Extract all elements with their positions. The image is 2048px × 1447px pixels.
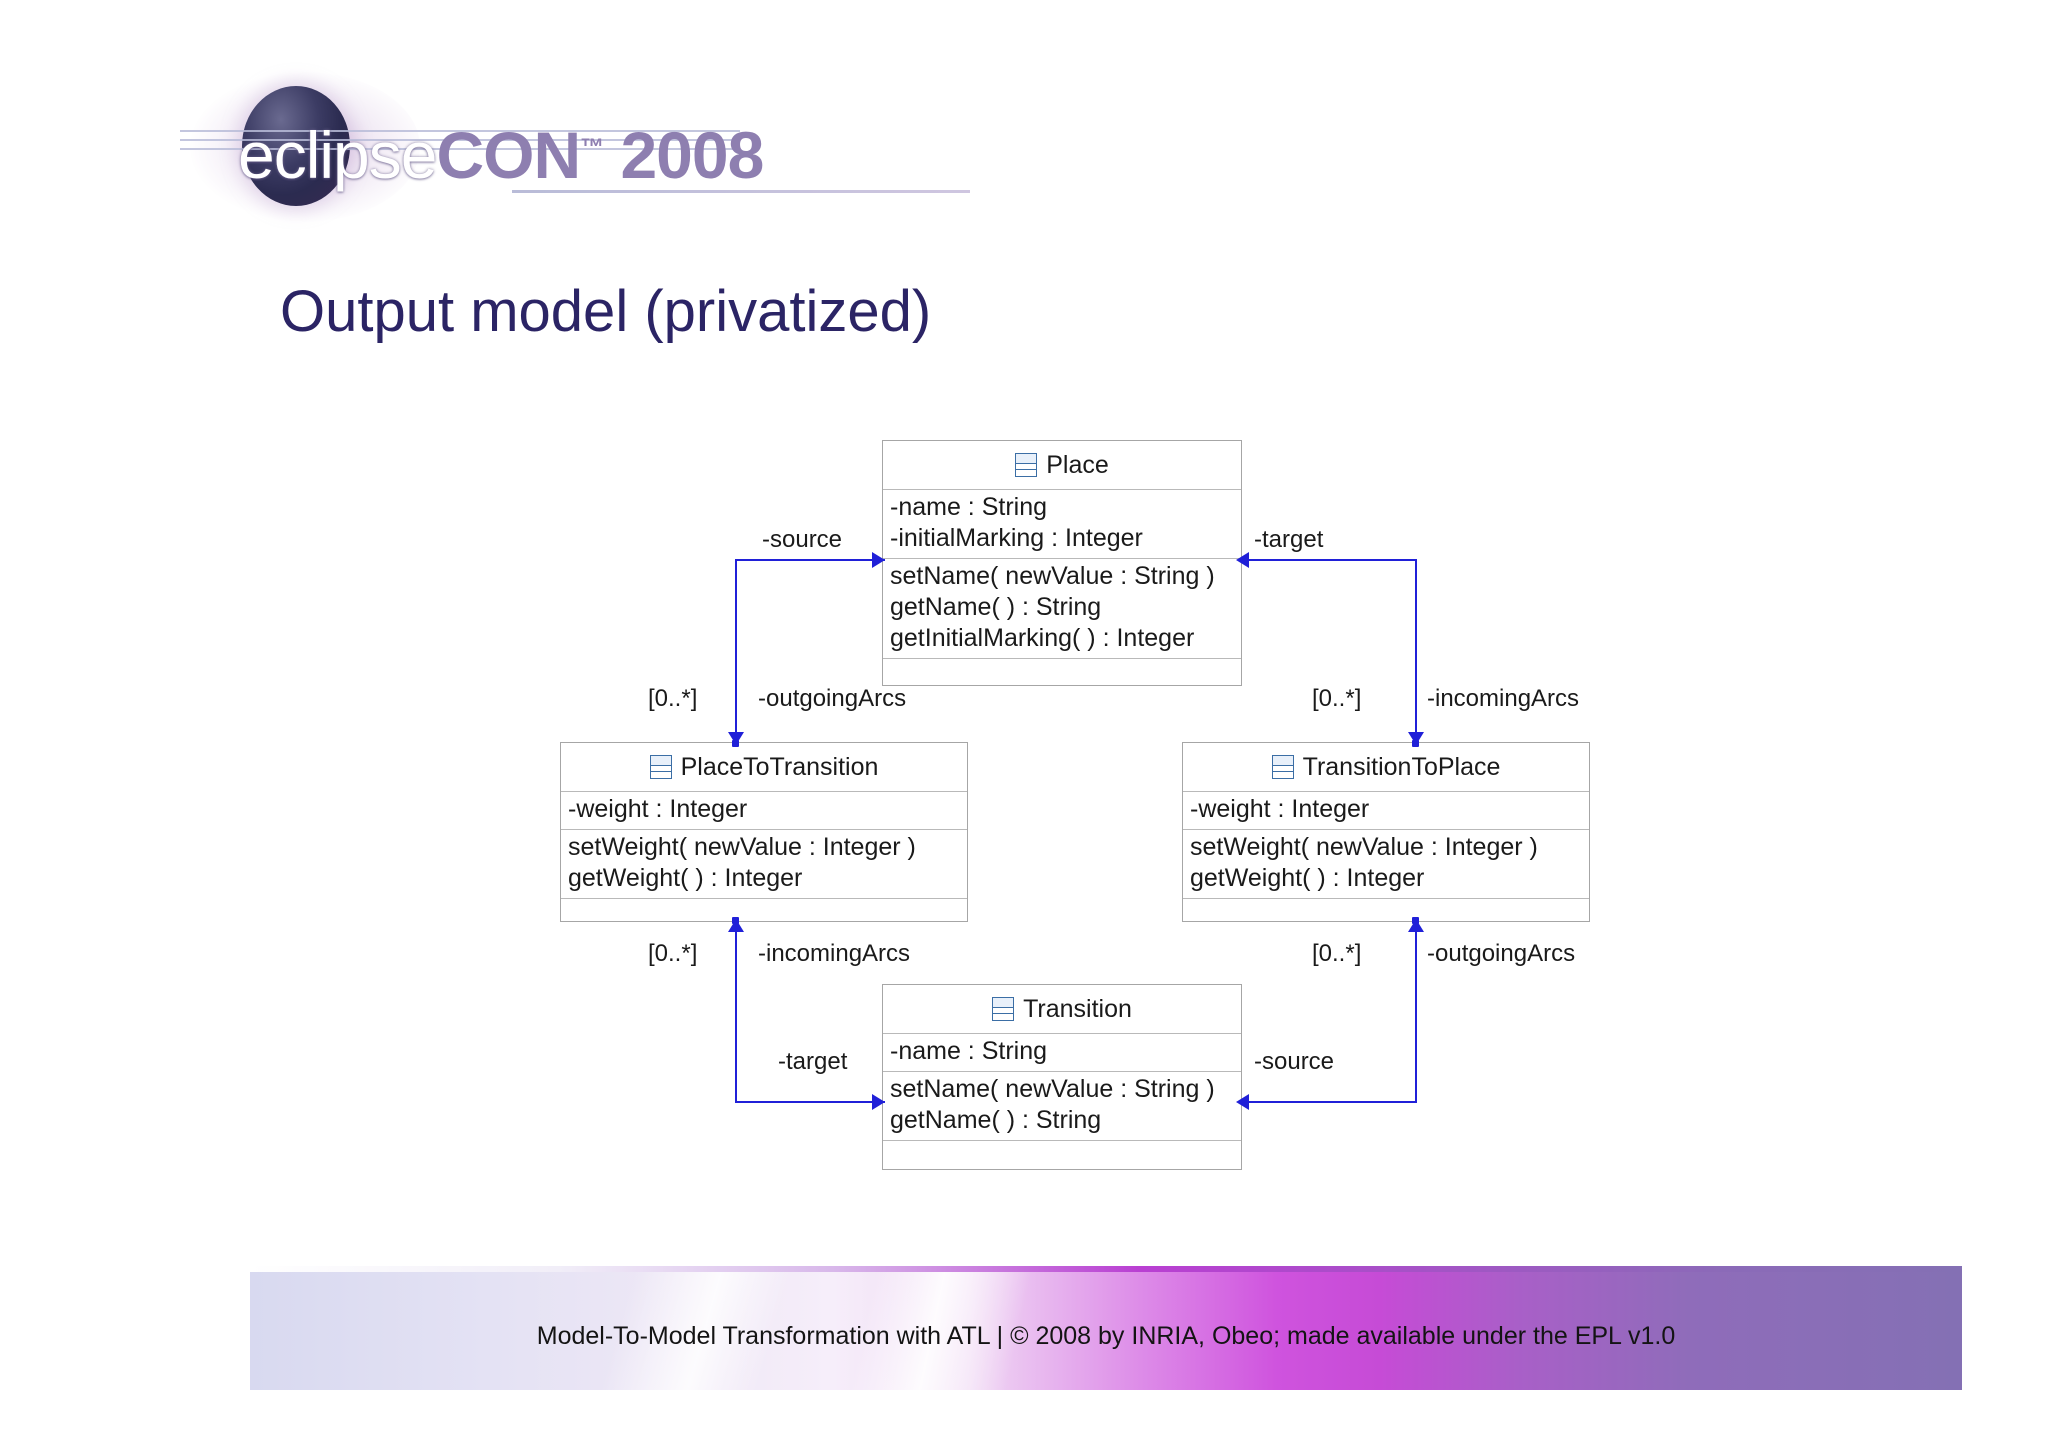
- class-icon: [1271, 755, 1294, 779]
- uml-class-header-transition-to-place: TransitionToPlace: [1183, 743, 1589, 792]
- uml-attributes-place-to-transition: -weight : Integer: [561, 792, 967, 830]
- uml-operation: getName( ) : String: [890, 1106, 1102, 1134]
- uml-class-header-place-to-transition: PlaceToTransition: [561, 743, 967, 792]
- uml-operations-place-to-transition: setWeight( newValue : Integer ) getWeigh…: [561, 830, 967, 899]
- uml-empty-compartment: [883, 1141, 1241, 1163]
- arrowhead-to-transition-right: [1236, 1094, 1249, 1110]
- connector-endpoint: [732, 917, 739, 924]
- trademark-icon: ™: [580, 134, 604, 161]
- uml-class-name-place-to-transition: PlaceToTransition: [680, 752, 879, 781]
- uml-operation: setName( newValue : String ): [890, 562, 1215, 590]
- uml-class-name-transition: Transition: [1023, 994, 1132, 1023]
- assoc-label-source-top-left: -source: [762, 526, 843, 553]
- logo-year: 2008: [620, 118, 764, 192]
- assoc-label-target-bottom-left: -target: [778, 1048, 848, 1075]
- assoc-line-ttp-transition-side: [1415, 922, 1417, 1103]
- assoc-multiplicity-left-upper: [0..*]: [648, 685, 698, 712]
- eclipsecon-logo: eclipseCON™ 2008: [180, 72, 970, 222]
- logo-underline: [512, 190, 970, 193]
- uml-operation: getName( ) : String: [890, 593, 1102, 621]
- assoc-multiplicity-right-lower: [0..*]: [1312, 940, 1362, 967]
- arrowhead-to-transition-left: [872, 1094, 885, 1110]
- uml-empty-compartment: [883, 659, 1241, 681]
- footer-band: Model-To-Model Transformation with ATL |…: [250, 1272, 1962, 1390]
- connector-endpoint: [1412, 740, 1419, 747]
- uml-class-name-transition-to-place: TransitionToPlace: [1302, 752, 1501, 781]
- logo-stripes: [180, 130, 820, 166]
- class-icon: [992, 997, 1015, 1021]
- uml-attribute: -name : String: [890, 1037, 1048, 1065]
- assoc-role-right-upper: -incomingArcs: [1427, 685, 1580, 712]
- assoc-line-place-ttp-side: [1415, 559, 1417, 745]
- uml-attribute: -initialMarking : Integer: [890, 524, 1143, 552]
- uml-class-place[interactable]: Place -name : String -initialMarking : I…: [882, 440, 1242, 686]
- logo-word-eclipse: eclipse: [238, 118, 437, 192]
- arrowhead-to-place: [872, 552, 885, 568]
- uml-attributes-place: -name : String -initialMarking : Integer: [883, 490, 1241, 559]
- footer-text: Model-To-Model Transformation with ATL |…: [536, 1322, 1676, 1350]
- assoc-line-place-ptt-side: [735, 559, 737, 745]
- class-icon: [649, 755, 672, 779]
- uml-class-header-place: Place: [883, 441, 1241, 490]
- assoc-role-left-upper: -outgoingArcs: [758, 685, 907, 712]
- assoc-multiplicity-right-upper: [0..*]: [1312, 685, 1362, 712]
- logo-wordmark: eclipseCON™ 2008: [238, 102, 838, 194]
- uml-empty-compartment: [1183, 899, 1589, 921]
- connector-endpoint: [1412, 917, 1419, 924]
- uml-class-place-to-transition[interactable]: PlaceToTransition -weight : Integer setW…: [560, 742, 968, 922]
- uml-operations-transition: setName( newValue : String ) getName( ) …: [883, 1072, 1241, 1141]
- assoc-line-ttp-transition-bottom: [1242, 1101, 1417, 1103]
- uml-attribute: -weight : Integer: [1190, 795, 1370, 823]
- uml-class-transition[interactable]: Transition -name : String setName( newVa…: [882, 984, 1242, 1170]
- assoc-line-place-ttp-top: [1242, 559, 1417, 561]
- uml-operation: setName( newValue : String ): [890, 1075, 1215, 1103]
- footer-accent-edge: [250, 1266, 1962, 1274]
- arrowhead-to-place-right: [1236, 552, 1249, 568]
- class-icon: [1015, 453, 1038, 477]
- uml-class-transition-to-place[interactable]: TransitionToPlace -weight : Integer setW…: [1182, 742, 1590, 922]
- uml-attribute: -weight : Integer: [568, 795, 748, 823]
- uml-attributes-transition-to-place: -weight : Integer: [1183, 792, 1589, 830]
- assoc-line-place-ptt-top: [735, 559, 885, 561]
- connector-endpoint: [732, 740, 739, 747]
- assoc-line-ptt-transition-bottom: [735, 1101, 885, 1103]
- assoc-line-ptt-transition-side: [735, 922, 737, 1103]
- assoc-role-left-lower: -incomingArcs: [758, 940, 911, 967]
- uml-operation: getWeight( ) : Integer: [568, 864, 803, 892]
- page-title: Output model (privatized): [280, 279, 932, 344]
- assoc-label-target-top-right: -target: [1254, 526, 1324, 553]
- uml-attributes-transition: -name : String: [883, 1034, 1241, 1072]
- uml-operation: setWeight( newValue : Integer ): [568, 833, 916, 861]
- logo-sphere-icon: [242, 86, 350, 206]
- assoc-multiplicity-left-lower: [0..*]: [648, 940, 698, 967]
- uml-operation: setWeight( newValue : Integer ): [1190, 833, 1538, 861]
- assoc-label-source-bottom-right: -source: [1254, 1048, 1335, 1075]
- uml-operations-transition-to-place: setWeight( newValue : Integer ) getWeigh…: [1183, 830, 1589, 899]
- logo-word-con: CON: [436, 118, 581, 192]
- uml-class-name-place: Place: [1046, 450, 1109, 479]
- uml-class-diagram: Place -name : String -initialMarking : I…: [560, 430, 1630, 1170]
- assoc-role-right-lower: -outgoingArcs: [1427, 940, 1576, 967]
- uml-class-header-transition: Transition: [883, 985, 1241, 1034]
- uml-empty-compartment: [561, 899, 967, 921]
- uml-operation: getWeight( ) : Integer: [1190, 864, 1425, 892]
- uml-operation: getInitialMarking( ) : Integer: [890, 624, 1195, 652]
- uml-attribute: -name : String: [890, 493, 1048, 521]
- uml-operations-place: setName( newValue : String ) getName( ) …: [883, 559, 1241, 659]
